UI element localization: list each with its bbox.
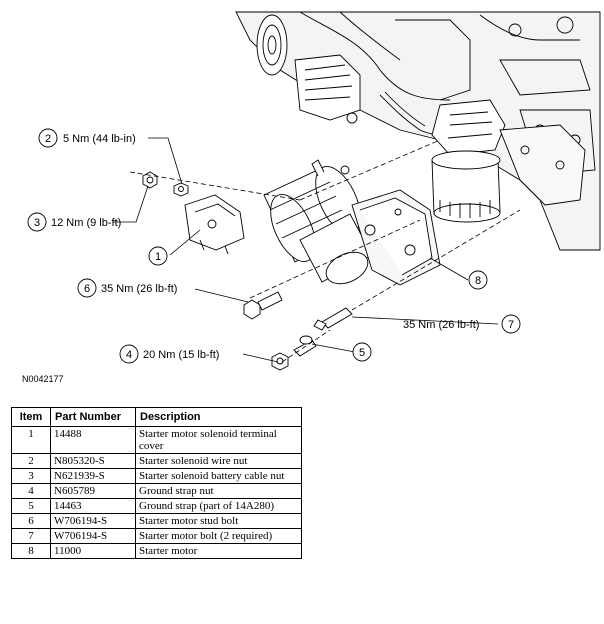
cell-part-number: 14488: [50, 426, 136, 454]
engine-block-illustration: [235, 11, 601, 251]
callout-4: 4 20 Nm (15 lb-ft): [119, 344, 219, 364]
cell-part-number: N605789: [50, 483, 136, 499]
starter-motor-illustration: [263, 159, 441, 286]
cell-item: 3: [11, 468, 51, 484]
callout-number: 2: [45, 133, 51, 145]
callout-torque: 35 Nm (26 lb-ft): [101, 283, 177, 295]
callout-number: 4: [126, 349, 132, 361]
header-part-number: Part Number: [50, 407, 136, 427]
assembly-lines: [129, 139, 521, 363]
cell-item: 8: [11, 543, 51, 559]
fastener-illustrations: [142, 171, 353, 371]
callout-number: 1: [155, 251, 161, 263]
table-row: 5 14463 Ground strap (part of 14A280): [11, 498, 302, 514]
callout-number: 6: [84, 283, 90, 295]
callout-number: 5: [359, 347, 365, 359]
cell-item: 1: [11, 426, 51, 454]
cell-part-number: 14463: [50, 498, 136, 514]
cell-description: Starter motor solenoid terminal cover: [135, 426, 302, 454]
cell-part-number: 11000: [50, 543, 136, 559]
cell-description: Starter motor stud bolt: [135, 513, 302, 529]
cell-item: 6: [11, 513, 51, 529]
table-row: 8 11000 Starter motor: [11, 543, 302, 559]
callout-number: 3: [34, 217, 40, 229]
callout-5: 5: [352, 342, 372, 362]
cell-description: Ground strap nut: [135, 483, 302, 499]
table-row: 2 N805320-S Starter solenoid wire nut: [11, 453, 302, 469]
cell-description: Ground strap (part of 14A280): [135, 498, 302, 514]
callout-number: 7: [508, 319, 514, 331]
table-row: 7 W706194-S Starter motor bolt (2 requir…: [11, 528, 302, 544]
cell-description: Starter solenoid battery cable nut: [135, 468, 302, 484]
table-row: 1 14488 Starter motor solenoid terminal …: [11, 426, 302, 454]
cell-part-number: W706194-S: [50, 528, 136, 544]
callout-torque: 5 Nm (44 lb-in): [63, 133, 136, 145]
callout-7: 35 Nm (26 lb-ft) 7: [403, 314, 521, 334]
callout-8: 8: [468, 270, 488, 290]
callout-torque: 20 Nm (15 lb-ft): [143, 349, 219, 361]
leader-lines: [113, 137, 499, 363]
terminal-cover-illustration: [184, 194, 245, 255]
cell-item: 4: [11, 483, 51, 499]
callout-3: 3 12 Nm (9 lb-ft): [27, 212, 121, 232]
callout-6: 6 35 Nm (26 lb-ft): [77, 278, 177, 298]
table-row: 3 N621939-S Starter solenoid battery cab…: [11, 468, 302, 484]
cell-description: Starter motor: [135, 543, 302, 559]
parts-table: Item Part Number Description 1 14488 Sta…: [11, 407, 302, 559]
cell-item: 7: [11, 528, 51, 544]
cell-item: 5: [11, 498, 51, 514]
cell-item: 2: [11, 453, 51, 469]
callout-torque: 12 Nm (9 lb-ft): [51, 217, 121, 229]
callout-1: 1: [148, 246, 168, 266]
cell-description: Starter solenoid wire nut: [135, 453, 302, 469]
exploded-view-diagram: 2 5 Nm (44 lb-in) 3 12 Nm (9 lb-ft) 1 6 …: [27, 11, 601, 371]
cell-part-number: N805320-S: [50, 453, 136, 469]
table-row: 4 N605789 Ground strap nut: [11, 483, 302, 499]
cell-part-number: N621939-S: [50, 468, 136, 484]
table-header-row: Item Part Number Description: [11, 407, 302, 427]
header-item: Item: [11, 407, 51, 427]
callout-torque: 35 Nm (26 lb-ft): [403, 319, 479, 331]
table-row: 6 W706194-S Starter motor stud bolt: [11, 513, 302, 529]
header-description: Description: [135, 407, 302, 427]
cell-part-number: W706194-S: [50, 513, 136, 529]
cell-description: Starter motor bolt (2 required): [135, 528, 302, 544]
callout-number: 8: [475, 275, 481, 287]
callout-2: 2 5 Nm (44 lb-in): [38, 128, 136, 148]
figure-id: N0042177: [22, 374, 64, 384]
